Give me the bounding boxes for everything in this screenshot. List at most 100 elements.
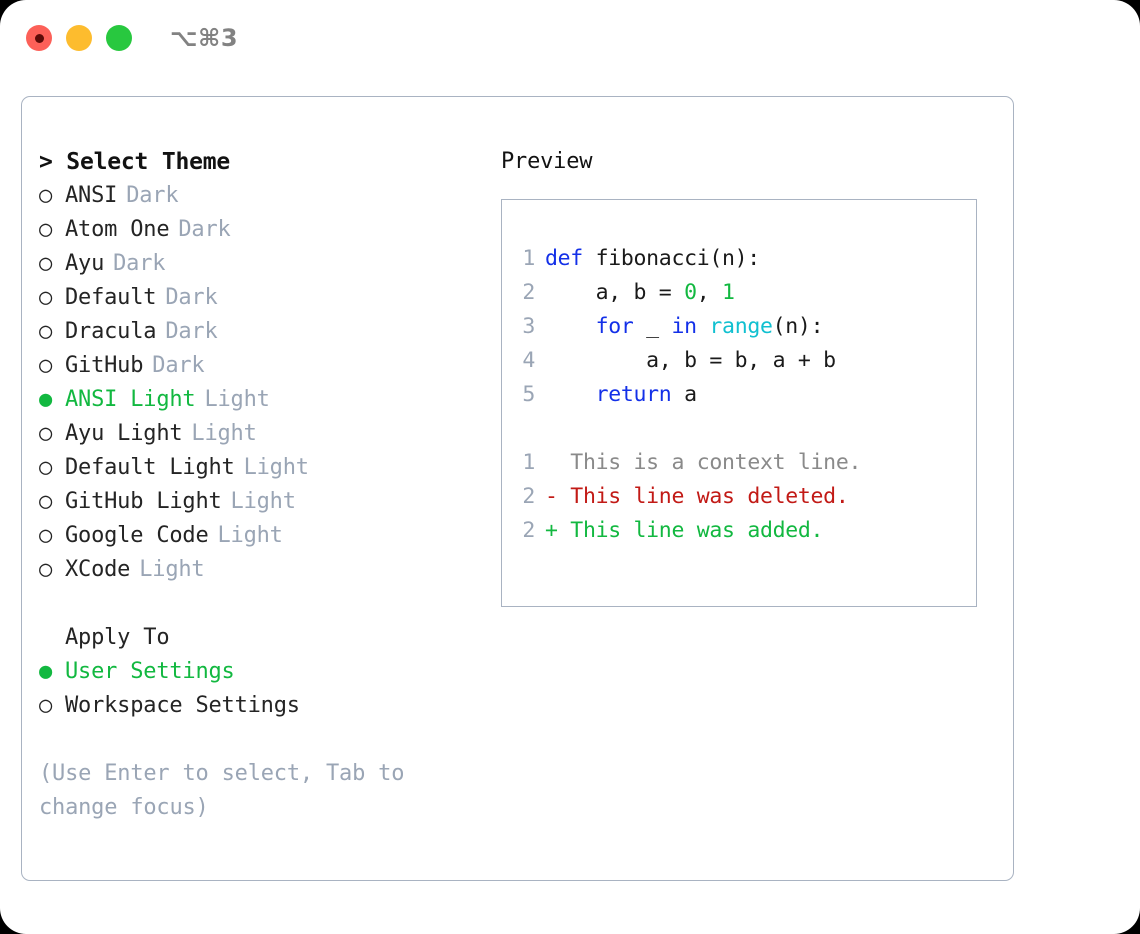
radio-selected-icon: ● (39, 387, 53, 412)
diff-line: 2- This line was deleted. (515, 480, 968, 514)
theme-option-default[interactable]: ○ Default Dark (39, 281, 489, 315)
theme-option-variant: Dark (165, 285, 218, 310)
radio-unselected-icon: ○ (39, 489, 53, 514)
radio-unselected-icon: ○ (39, 319, 53, 344)
code-token (697, 314, 710, 339)
line-number: 2 (522, 280, 535, 305)
radio-unselected-icon: ○ (39, 353, 53, 378)
apply-to-option-workspace-settings[interactable]: ○ Workspace Settings (39, 689, 489, 723)
apply-to-option-label: User Settings (65, 659, 235, 684)
theme-option-label: Atom One (65, 217, 170, 242)
line-number: 1 (522, 450, 535, 475)
theme-option-label: Default Light (65, 455, 235, 480)
code-line: 5 return a (515, 378, 968, 412)
theme-option-xcode[interactable]: ○ XCode Light (39, 553, 489, 587)
keyboard-hint: (Use Enter to select, Tab to change focu… (39, 761, 405, 820)
diff-text: This is a context line. (570, 450, 862, 475)
radio-unselected-icon: ○ (39, 455, 53, 480)
radio-unselected-icon: ○ (39, 421, 53, 446)
radio-unselected-icon: ○ (39, 251, 53, 276)
code-token: return (595, 382, 672, 407)
code-token (545, 382, 596, 407)
code-token: fibonacci(n): (595, 246, 761, 271)
close-button[interactable] (26, 25, 52, 51)
code-token: 1 (722, 280, 735, 305)
code-token (545, 314, 596, 339)
theme-option-label: ANSI (65, 183, 118, 208)
theme-option-variant: Dark (178, 217, 231, 242)
theme-option-label: GitHub Light (65, 489, 222, 514)
line-number: 5 (522, 382, 535, 407)
radio-selected-icon: ● (39, 659, 53, 684)
page-title: > Select Theme (39, 149, 231, 175)
minimize-button[interactable] (66, 25, 92, 51)
maximize-button[interactable] (106, 25, 132, 51)
code-line: 2 a, b = 0, 1 (515, 276, 968, 310)
theme-option-variant: Light (191, 421, 257, 446)
theme-option-label: Ayu (65, 251, 105, 276)
code-token: a, b = (545, 280, 685, 305)
window-shortcut-label: ⌥⌘3 (170, 24, 239, 52)
diff-marker (545, 450, 570, 475)
diff-line: 1 This is a context line. (515, 446, 968, 480)
theme-option-label: XCode (65, 557, 131, 582)
code-token: _ (633, 314, 672, 339)
theme-option-default-light[interactable]: ○ Default Light Light (39, 451, 489, 485)
apply-to-list[interactable]: ● User Settings ○ Workspace Settings (39, 655, 489, 723)
theme-option-ayu[interactable]: ○ Ayu Dark (39, 247, 489, 281)
theme-option-variant: Light (139, 557, 205, 582)
code-token: a (671, 382, 697, 407)
theme-option-variant: Dark (113, 251, 166, 276)
theme-option-variant: Light (243, 455, 309, 480)
theme-option-github[interactable]: ○ GitHub Dark (39, 349, 489, 383)
apply-to-heading: Apply To (65, 625, 170, 650)
code-token: a, b = b, a + b (545, 348, 836, 373)
line-number: 4 (522, 348, 535, 373)
theme-option-label: Default (65, 285, 157, 310)
apply-to-option-label: Workspace Settings (65, 693, 300, 718)
list-spacer (39, 587, 489, 621)
line-number: 2 (522, 484, 535, 509)
theme-option-variant: Light (230, 489, 296, 514)
diff-lines: 1 This is a context line.2- This line wa… (515, 446, 968, 548)
diff-text: This line was deleted. (570, 484, 849, 509)
radio-unselected-icon: ○ (39, 183, 53, 208)
code-token: 0 (684, 280, 697, 305)
theme-option-github-light[interactable]: ○ GitHub Light Light (39, 485, 489, 519)
diff-marker: - (545, 484, 571, 509)
radio-unselected-icon: ○ (39, 523, 53, 548)
theme-option-label: Dracula (65, 319, 157, 344)
code-token: , (696, 280, 723, 305)
theme-option-label: Google Code (65, 523, 209, 548)
code-line: 4 a, b = b, a + b (515, 344, 968, 378)
code-token: for (595, 314, 634, 339)
apply-to-option-user-settings[interactable]: ● User Settings (39, 655, 489, 689)
code-token: (n): (772, 314, 824, 339)
radio-unselected-icon: ○ (39, 693, 53, 718)
diff-line: 2+ This line was added. (515, 514, 968, 548)
preview-title: Preview (501, 149, 593, 174)
diff-marker: + (545, 518, 571, 543)
radio-unselected-icon: ○ (39, 557, 53, 582)
theme-option-label: GitHub (65, 353, 144, 378)
theme-option-variant: Dark (152, 353, 205, 378)
radio-unselected-icon: ○ (39, 285, 53, 310)
traffic-lights (26, 25, 132, 51)
code-token: range (709, 314, 773, 339)
theme-option-variant: Light (204, 387, 270, 412)
